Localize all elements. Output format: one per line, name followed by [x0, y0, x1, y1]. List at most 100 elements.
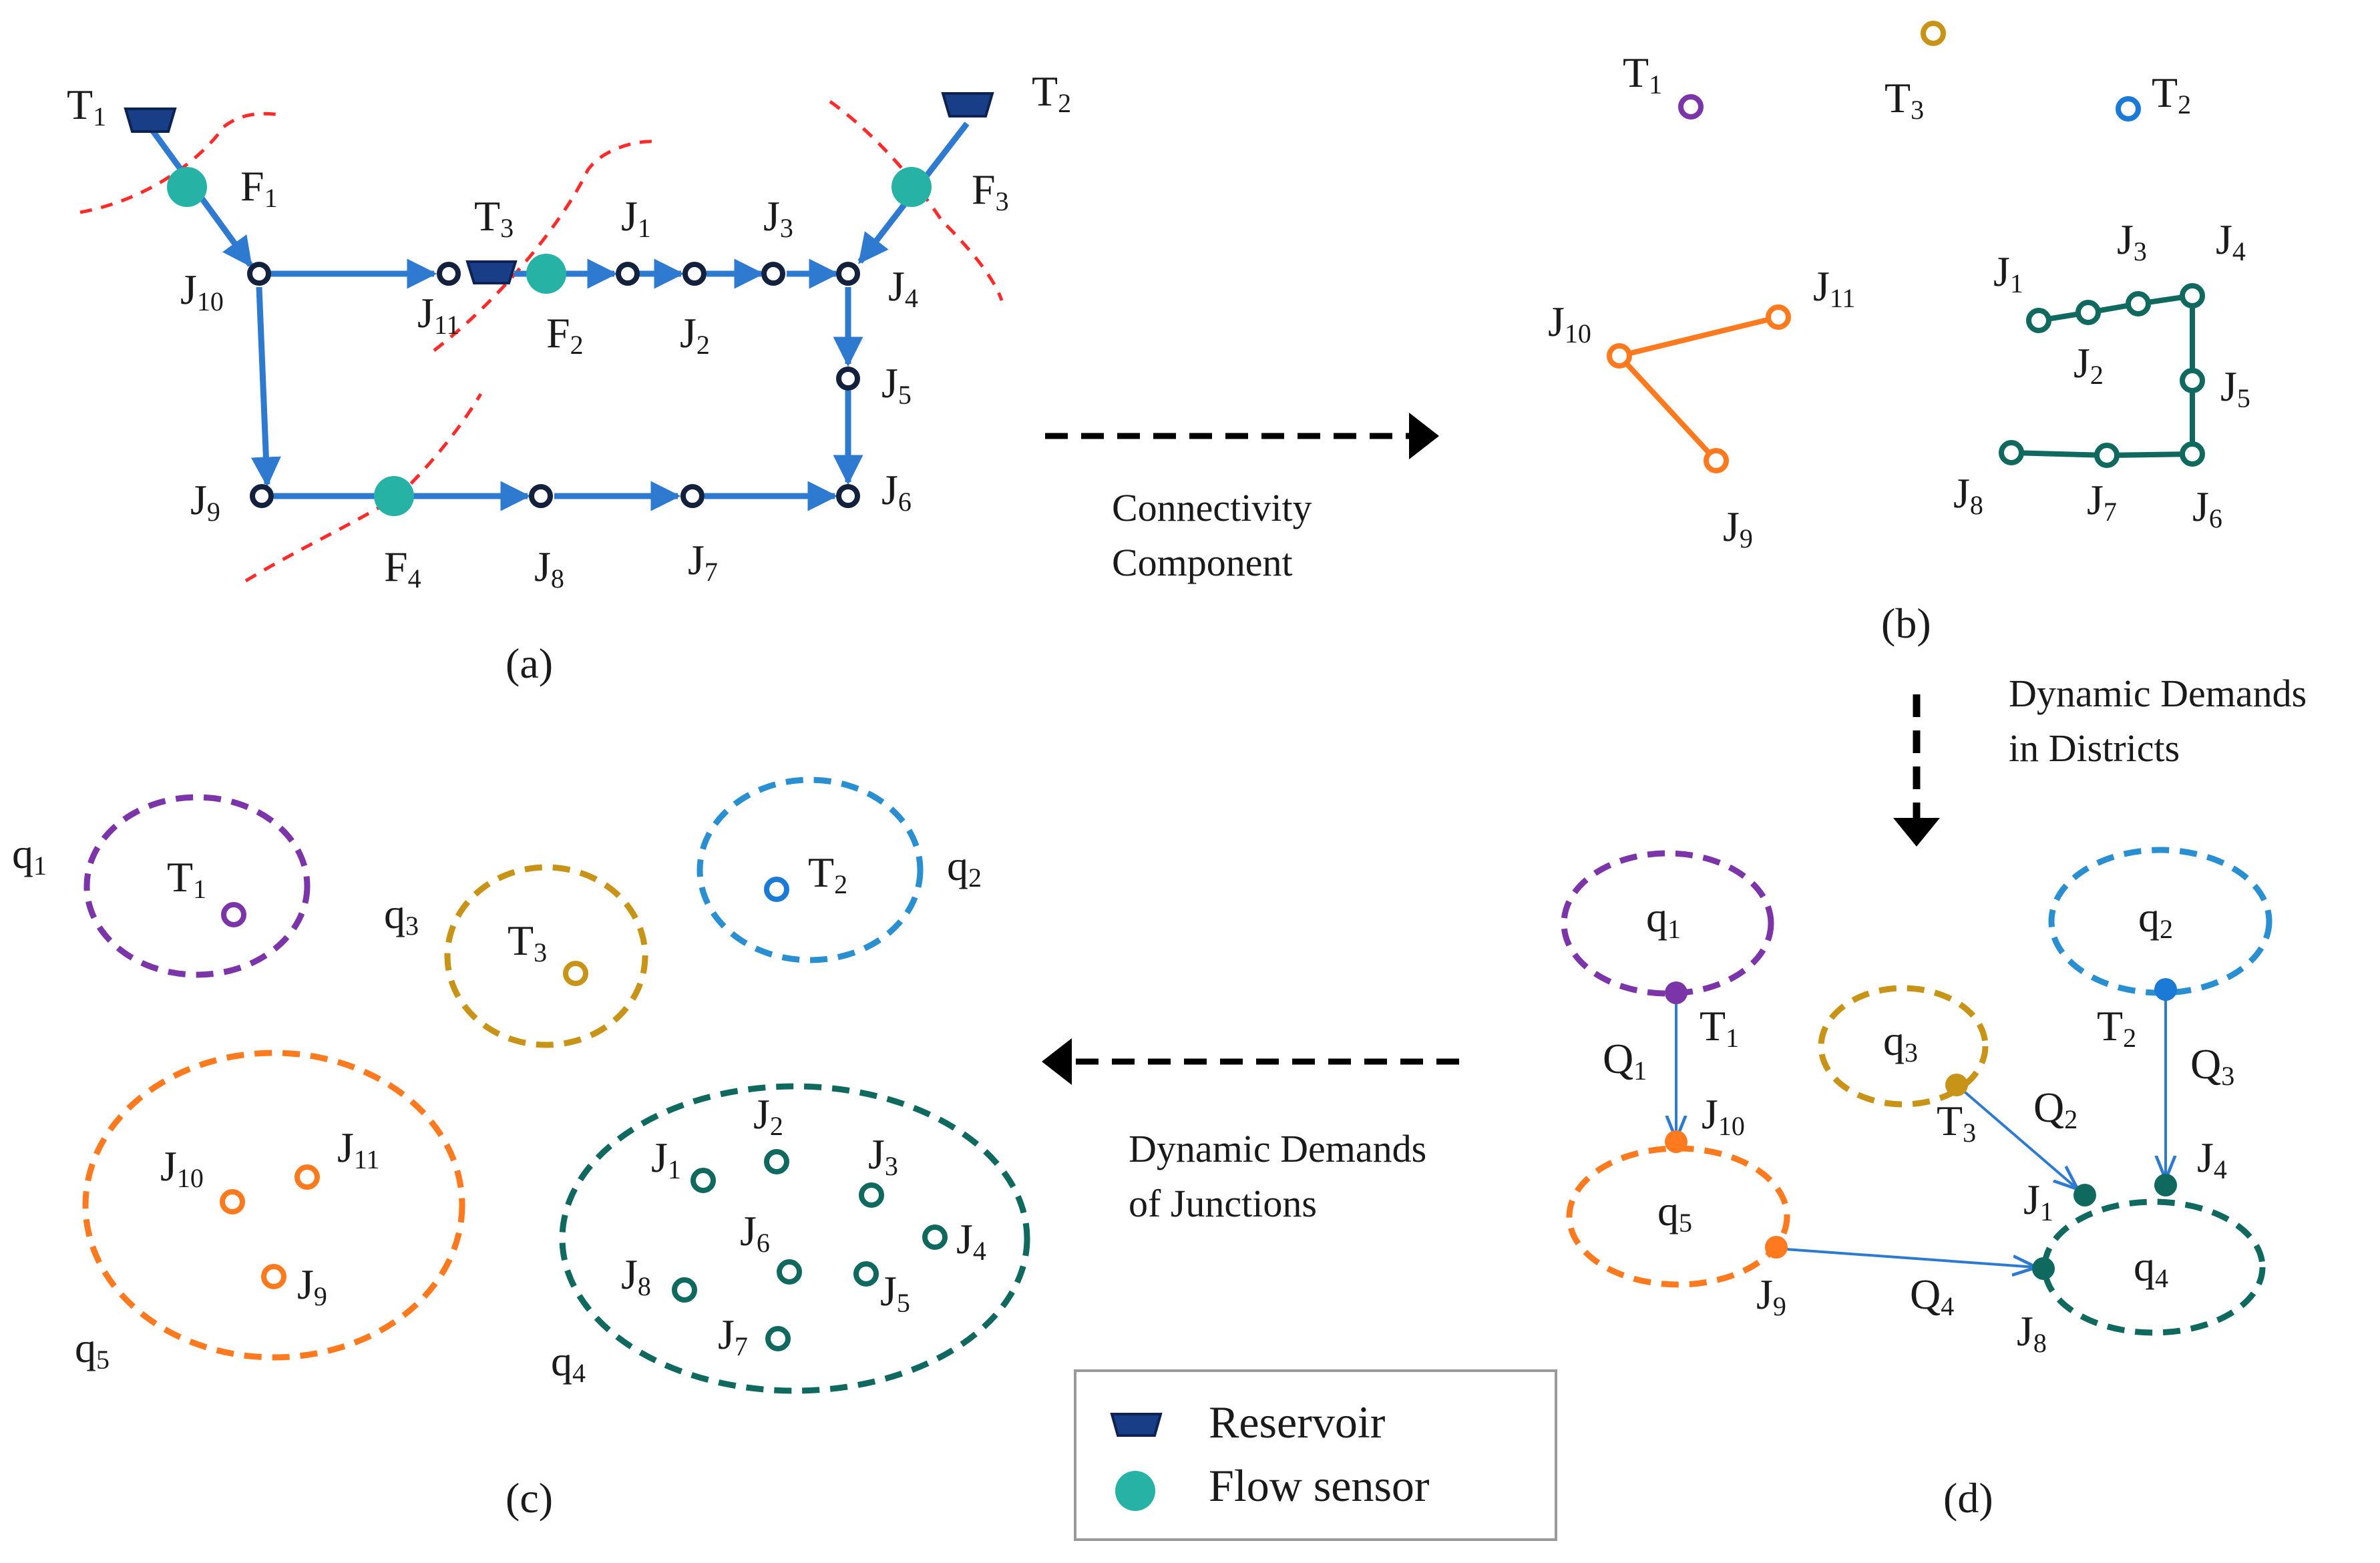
cut-line-f3	[829, 99, 1004, 301]
panel-b: T1 T3 T2 J10 J11 J9 J1 J3 J4 J2 J5 J8 J7…	[1548, 21, 2250, 647]
district-q4	[2041, 1198, 2266, 1336]
label-q1: q1	[12, 830, 47, 881]
label-f3: F3	[972, 166, 1009, 216]
node-j11	[294, 1164, 320, 1190]
label-flow-q1: Q1	[1603, 1035, 1647, 1086]
node-j10	[220, 1189, 245, 1214]
junction-node	[616, 262, 640, 286]
panel-c: q1 q3 q2 q5 q4 T1 T3 T2 J10 J11 J9 J1 J2…	[12, 776, 1030, 1522]
node-j10	[1665, 1130, 1688, 1153]
node-j4	[2154, 1174, 2177, 1196]
label-j10: J10	[1702, 1090, 1745, 1141]
legend-sensor-label: Flow sensor	[1209, 1460, 1430, 1511]
label-t1: T1	[1623, 49, 1662, 99]
junction-node	[529, 484, 553, 508]
label-j5: J5	[2220, 363, 2250, 413]
label-j2: J2	[680, 309, 710, 360]
label-q4: q4	[551, 1337, 586, 1388]
district-q2	[697, 776, 924, 963]
node-t2	[764, 877, 789, 902]
node-j2	[764, 1149, 789, 1174]
flow-sensor-icon	[167, 167, 207, 207]
junction-node	[437, 262, 461, 286]
panel-a: T1 T2 T3 F1 F2 F3 F4 J10 J11 J1 J2 J3 J4…	[67, 67, 1071, 687]
label-f2: F2	[546, 309, 584, 360]
label-j8: J8	[621, 1251, 651, 1301]
label-j8: J8	[534, 543, 564, 594]
label-flow-q4: Q4	[1910, 1271, 1954, 1321]
node-j7	[765, 1326, 791, 1351]
label-q5: q5	[75, 1324, 110, 1375]
label-t2: T2	[2152, 69, 2191, 120]
label-j6: J6	[740, 1207, 770, 1258]
edge-j10-j9	[1617, 354, 1718, 463]
label-j6: J6	[881, 466, 912, 517]
label-t3: T3	[474, 192, 514, 243]
label-j3: J3	[868, 1130, 898, 1181]
node-j3	[859, 1182, 884, 1208]
flow-sensor-icon	[1115, 1471, 1155, 1511]
label-flow-q3: Q3	[2190, 1040, 2234, 1091]
legend-reservoir-label: Reservoir	[1209, 1397, 1386, 1447]
node-t3	[1921, 21, 1946, 46]
label-j2: J2	[753, 1090, 783, 1141]
district-q1	[1561, 850, 1774, 997]
edge-j10-j11	[1619, 314, 1779, 359]
node-j4	[2180, 283, 2205, 308]
label-q5: q5	[1657, 1187, 1692, 1238]
node-j1	[2026, 308, 2051, 333]
label-f4: F4	[384, 543, 421, 594]
label-j6: J6	[2192, 483, 2222, 533]
node-j5	[2180, 368, 2205, 393]
caption-d: (d)	[1943, 1474, 1993, 1522]
node-t1	[1665, 981, 1688, 1004]
districts-label-2: in Districts	[2009, 726, 2180, 770]
cut-line-f4	[244, 393, 483, 583]
node-j6	[777, 1259, 802, 1285]
junctions-label-2: of Junctions	[1129, 1182, 1317, 1225]
label-q2: q2	[2138, 893, 2173, 944]
junctions-arrow: Dynamic Demands of Junctions	[1042, 1038, 1459, 1225]
junction-node	[761, 262, 785, 286]
node-j8	[1999, 440, 2024, 465]
label-j11: J11	[1813, 262, 1855, 313]
connectivity-label-2: Component	[1112, 541, 1293, 584]
label-j4: J4	[2197, 1134, 2227, 1184]
junction-node	[247, 262, 271, 286]
node-j3	[2126, 291, 2151, 316]
node-t3	[1945, 1074, 1968, 1096]
junction-node	[836, 484, 860, 508]
label-j3: J3	[763, 192, 793, 243]
label-j1: J1	[2023, 1176, 2053, 1226]
label-q4: q4	[2134, 1243, 2168, 1293]
connectivity-label-1: Connectivity	[1112, 486, 1312, 529]
node-t1	[1678, 94, 1704, 120]
panel-d: q1 q3 q2 q5 q4 T1 J10 T3 T2 J4 J1 J9 J8 …	[1561, 847, 2272, 1522]
label-t2: T2	[808, 849, 847, 899]
label-t1: T1	[167, 853, 206, 904]
label-j3: J3	[2117, 216, 2147, 266]
connectivity-arrow: Connectivity Component	[1045, 413, 1439, 584]
caption-a: (a)	[506, 640, 553, 687]
node-j11	[1766, 304, 1791, 330]
node-j9	[261, 1264, 286, 1289]
label-j4: J4	[888, 262, 918, 313]
districts-label-1: Dynamic Demands	[2009, 672, 2307, 715]
label-q1: q1	[1646, 893, 1681, 944]
label-q3: q3	[384, 890, 419, 941]
label-t1: T1	[1700, 1002, 1739, 1053]
label-j1: J1	[621, 192, 651, 243]
legend-box	[1074, 1369, 1557, 1541]
flow-sensor-icon	[374, 476, 414, 516]
node-j8	[672, 1277, 697, 1303]
reservoir-icon	[941, 92, 994, 118]
node-j10	[1607, 343, 1632, 369]
node-j9	[1765, 1236, 1788, 1259]
district-q1	[83, 794, 311, 978]
node-j9	[1704, 448, 1729, 473]
label-j9: J9	[1723, 503, 1753, 553]
label-j9: J9	[1756, 1271, 1786, 1321]
label-f1: F1	[240, 162, 278, 213]
district-q3	[1818, 985, 1989, 1108]
